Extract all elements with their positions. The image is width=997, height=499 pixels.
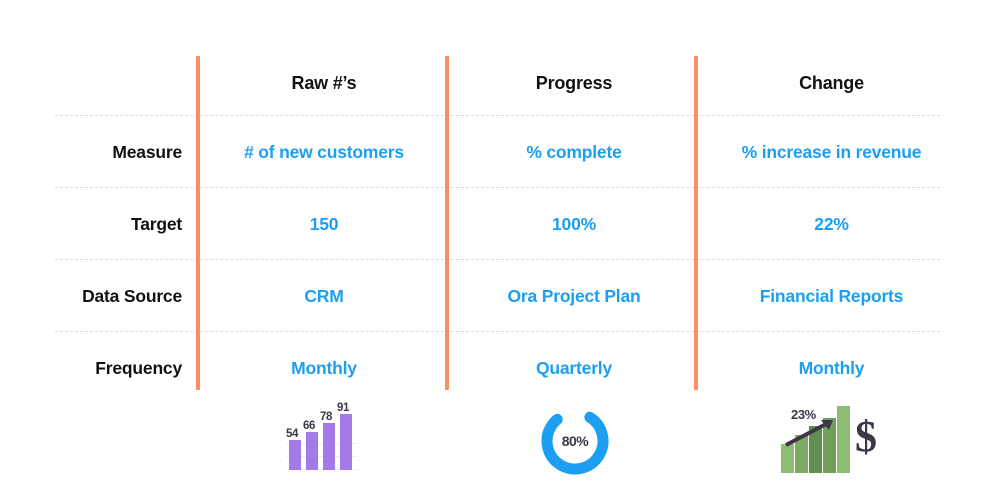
cell-data-source-change: Financial Reports [759,285,904,306]
bar-value-label: 91 [337,402,349,414]
bar [289,440,301,470]
cell-target-raw-numbers: 150 [309,213,339,234]
growth-value-label: 23% [791,407,816,422]
gridline [286,456,358,457]
arrow-head [821,420,833,430]
bar [795,435,808,473]
cell-measure-progress: % complete [526,141,622,162]
column-header-change: Change [799,72,864,93]
gridline [286,443,358,444]
bar [323,423,335,470]
cell-frequency-progress: Quarterly [535,357,612,378]
arrow-shaft [785,421,829,447]
cell-data-source-raw-numbers: CRM [304,285,344,306]
bar [306,432,318,470]
donut-value-label: 80% [561,433,589,449]
row-separator [55,187,940,188]
cell-frequency-raw-numbers: Monthly [291,357,357,378]
bar-value-label: 54 [286,428,298,440]
column-header-raw-numbers: Raw #’s [291,72,357,93]
row-label-data-source: Data Source [82,285,182,306]
bar-chart-icon: 54 66 78 91 [286,402,358,470]
cell-data-source-progress: Ora Project Plan [507,285,641,306]
cell-target-progress: 100% [552,213,596,234]
cell-frequency-change: Monthly [798,357,865,378]
column-divider-1 [196,56,200,390]
row-label-frequency: Frequency [95,357,182,378]
column-divider-3 [694,56,698,390]
donut-svg [541,407,609,475]
bar [781,444,794,473]
cell-target-change: 22% [814,213,849,234]
trend-arrow-icon [785,420,833,447]
cell-measure-change: % increase in revenue [741,141,922,162]
row-separator [55,115,940,116]
growth-chart-icon: 23% $ [781,403,891,473]
bar [340,414,352,470]
gridline [286,469,358,470]
bar-value-label: 78 [320,411,332,423]
row-label-target: Target [131,213,182,234]
row-separator [55,259,940,260]
bar [837,406,850,473]
bar-value-label: 66 [303,420,315,432]
bar [823,418,836,473]
dollar-sign-icon: $ [855,412,877,461]
bar [809,426,822,473]
column-header-progress: Progress [535,72,613,93]
row-label-measure: Measure [112,141,182,162]
donut-arc [541,407,609,475]
column-divider-2 [445,56,449,390]
cell-measure-raw-numbers: # of new customers [244,141,404,162]
row-separator [55,331,940,332]
donut-progress-icon: 80% [538,404,612,478]
